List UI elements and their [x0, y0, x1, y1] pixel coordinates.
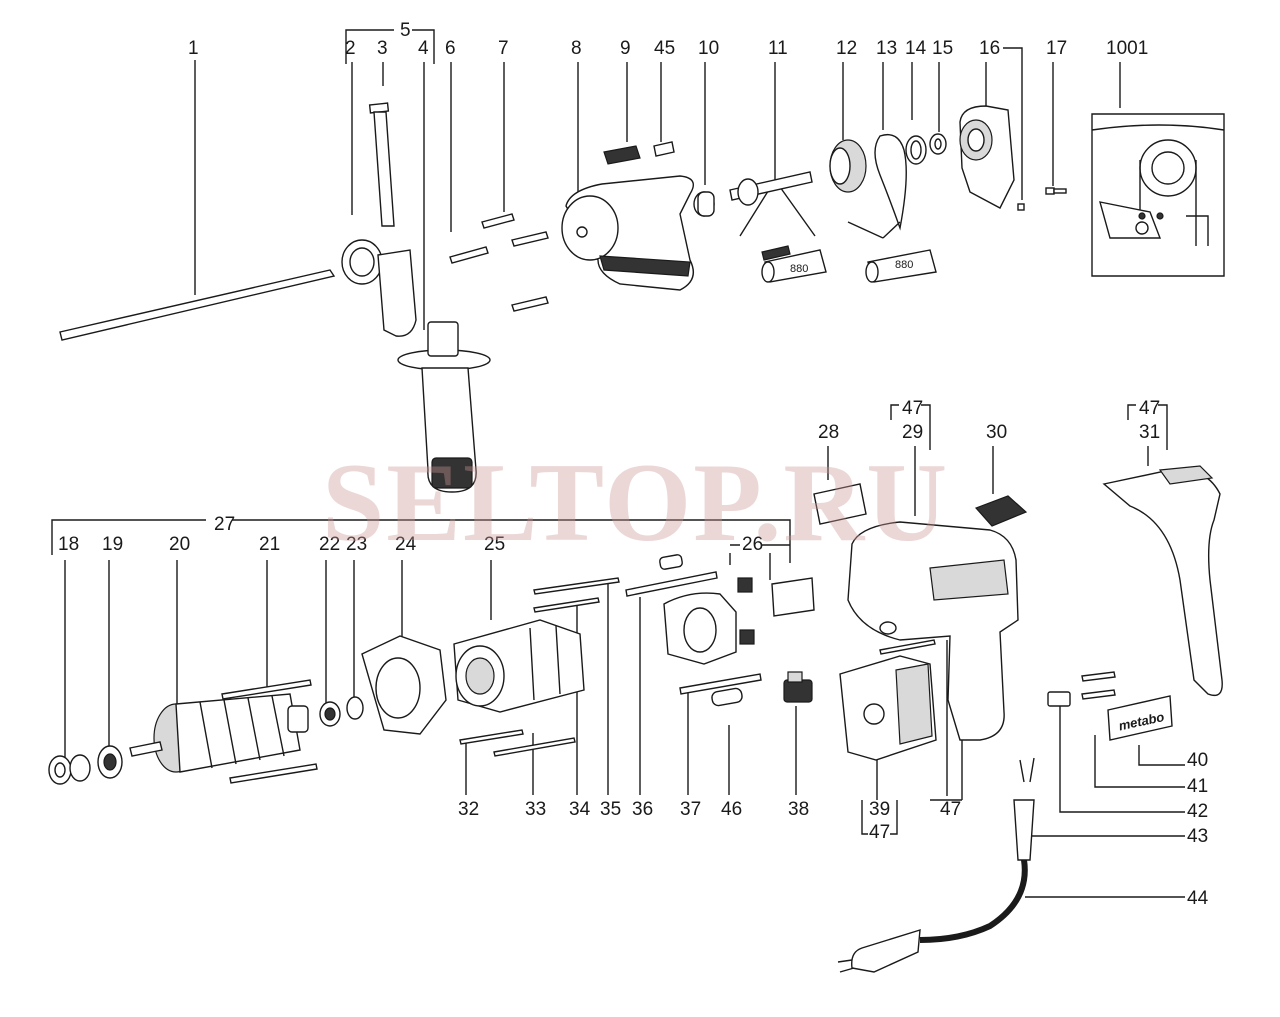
- part-washer-18: [48, 755, 72, 785]
- callout-4: 4: [418, 38, 429, 59]
- part-suppressor: [783, 671, 813, 703]
- callout-44: 44: [1187, 888, 1209, 909]
- callout-2: 2: [345, 38, 356, 59]
- callout-15: 15: [932, 38, 953, 59]
- callout-32: 32: [458, 799, 479, 820]
- part-grease-tubes: 880 880: [761, 245, 937, 283]
- callout-1001: 1001: [1106, 38, 1148, 59]
- part-motor-housing: [847, 521, 1019, 741]
- callout-7: 7: [498, 38, 509, 59]
- part-side-handle: [397, 321, 491, 493]
- part-screws-gear-housing: [449, 213, 549, 312]
- callout-11: 11: [768, 38, 788, 59]
- callout-26: 26: [742, 534, 763, 555]
- part-label-28: [813, 483, 867, 525]
- leader-lines: [51, 29, 1185, 898]
- callout-36: 36: [632, 799, 653, 820]
- callout-23: 23: [346, 534, 367, 555]
- callout-27: 27: [214, 514, 235, 535]
- callout-13: 13: [876, 38, 897, 59]
- part-clamp-screws-41: [1081, 671, 1116, 700]
- callout-16: 16: [979, 38, 1000, 59]
- callout-8: 8: [571, 38, 582, 59]
- callout-3: 3: [377, 38, 388, 59]
- callout-47-switch: 47: [869, 822, 890, 843]
- callout-47-handle: 47: [1139, 398, 1160, 419]
- callout-30: 30: [986, 422, 1007, 443]
- part-screw-17: [1045, 187, 1067, 195]
- part-depth-rod: [59, 269, 336, 341]
- callout-12: 12: [836, 38, 857, 59]
- callout-17: 17: [1046, 38, 1067, 59]
- part-sleeve-46: [711, 687, 743, 707]
- callout-19: 19: [102, 534, 123, 555]
- callout-47-wire: 47: [940, 799, 961, 820]
- part-ring-23: [346, 696, 364, 720]
- callout-6: 6: [445, 38, 456, 59]
- part-intermediate-flange: [959, 105, 1025, 211]
- callout-42: 42: [1187, 801, 1208, 822]
- callout-10: 10: [698, 38, 719, 59]
- grease-tube-label: 880: [790, 263, 808, 275]
- part-bushing: [693, 191, 715, 217]
- callout-labels: 1 5 2 3 4 6 7 8 9 45 10 11 12 13 14 15 1…: [58, 20, 1209, 909]
- part-gear: [829, 139, 867, 193]
- part-bearing-22: [319, 701, 341, 727]
- callout-37: 37: [680, 799, 701, 820]
- callout-31: 31: [1139, 422, 1160, 443]
- callout-38: 38: [788, 799, 809, 820]
- part-fan-guide: [361, 635, 447, 735]
- grease-tube-label-2: 880: [895, 259, 913, 271]
- part-power-cord: [837, 757, 1035, 973]
- callout-14: 14: [905, 38, 927, 59]
- callout-25: 25: [484, 534, 505, 555]
- part-cord-clamp: [1047, 691, 1071, 707]
- callout-5: 5: [400, 20, 411, 41]
- part-stator: [453, 619, 585, 713]
- callout-47-housing: 47: [902, 398, 923, 419]
- part-vent-cover-30: [974, 495, 1028, 527]
- callout-46: 46: [721, 799, 742, 820]
- callout-1: 1: [188, 38, 199, 59]
- callout-29: 29: [902, 422, 923, 443]
- part-selector-knob: [603, 141, 675, 165]
- callout-9: 9: [620, 38, 631, 59]
- part-bolt: [368, 102, 395, 227]
- callout-40: 40: [1187, 750, 1208, 771]
- part-rods-and-pins: [459, 571, 936, 757]
- part-snap-ring: [905, 135, 927, 165]
- callout-35: 35: [600, 799, 621, 820]
- callout-24: 24: [395, 534, 417, 555]
- callout-43: 43: [1187, 826, 1208, 847]
- callout-34: 34: [569, 799, 591, 820]
- part-gear-housing: [561, 175, 694, 291]
- callout-21: 21: [259, 534, 280, 555]
- part-armature: [129, 693, 309, 773]
- watermark-text: SELTOP.RU: [322, 441, 949, 565]
- part-clamp-ring: [341, 239, 417, 337]
- part-1001-wiring-detail: [1091, 113, 1225, 277]
- part-handle-shell: [1102, 465, 1223, 697]
- callout-33: 33: [525, 799, 546, 820]
- callout-20: 20: [169, 534, 190, 555]
- callout-45: 45: [654, 38, 675, 59]
- part-o-ring: [874, 133, 907, 231]
- part-brand-plate: metabo: [1107, 695, 1173, 741]
- part-washer: [929, 133, 947, 155]
- part-bearing-19: [97, 745, 123, 779]
- callout-41: 41: [1187, 776, 1208, 797]
- part-washer-19: [69, 754, 91, 782]
- callout-28: 28: [818, 422, 839, 443]
- part-spindle: [729, 171, 813, 206]
- callout-39: 39: [869, 799, 890, 820]
- part-switch: [839, 655, 937, 761]
- callout-18: 18: [58, 534, 79, 555]
- part-brush-holder: [659, 554, 815, 665]
- callout-22: 22: [319, 534, 340, 555]
- part-long-screws-21: [221, 679, 318, 784]
